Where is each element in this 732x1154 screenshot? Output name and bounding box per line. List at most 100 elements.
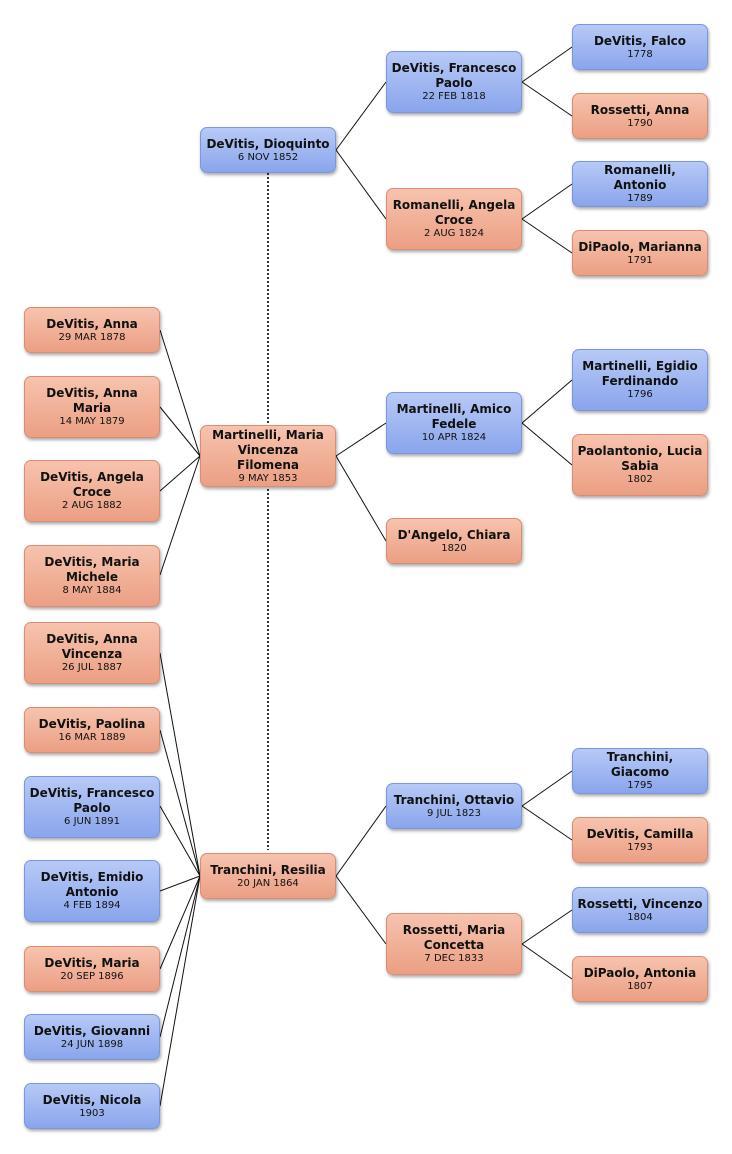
- person-name: DeVitis, Anna Vincenza: [46, 632, 138, 661]
- person-amico-fedele[interactable]: Martinelli, Amico Fedele 10 APR 1824: [386, 392, 522, 454]
- person-date: 1820: [441, 542, 467, 554]
- person-emidio[interactable]: DeVitis, Emidio Antonio 4 FEB 1894: [24, 860, 160, 922]
- child-link: [159, 875, 201, 970]
- person-antonia[interactable]: DiPaolo, Antonia 1807: [572, 956, 708, 1002]
- person-date: 6 NOV 1852: [237, 151, 299, 163]
- person-date: 4 FEB 1894: [63, 900, 121, 911]
- person-name: DeVitis, Anna: [46, 316, 138, 331]
- person-name: Tranchini, Resilia: [210, 862, 326, 877]
- person-date: 1796: [627, 389, 653, 400]
- person-name: Romanelli, Antonio: [604, 163, 676, 192]
- person-date: 8 MAY 1884: [62, 585, 122, 596]
- child-link: [159, 805, 201, 877]
- person-maria-vincenza[interactable]: Martinelli, Maria Vincenza Filomena 9 MA…: [200, 425, 336, 487]
- person-egidio[interactable]: Martinelli, Egidio Ferdinando 1796: [572, 349, 708, 411]
- person-anna[interactable]: DeVitis, Anna 29 MAR 1878: [24, 307, 160, 353]
- person-date: 20 JAN 1864: [237, 877, 299, 889]
- person-date: 14 MAY 1879: [59, 416, 125, 427]
- person-name: Romanelli, Angela Croce: [392, 198, 516, 227]
- person-name: Paolantonio, Lucia Sabia: [577, 444, 703, 473]
- person-lucia[interactable]: Paolantonio, Lucia Sabia 1802: [572, 434, 708, 496]
- person-resilia[interactable]: Tranchini, Resilia 20 JAN 1864: [200, 853, 336, 899]
- parent-link: [521, 909, 573, 945]
- parent-link: [521, 805, 573, 841]
- person-nicola[interactable]: DeVitis, Nicola 1903: [24, 1083, 160, 1129]
- person-name: Tranchini, Giacomo: [606, 750, 674, 779]
- person-date: 1793: [627, 841, 653, 853]
- person-name: DeVitis, Paolina: [38, 716, 146, 731]
- parent-link: [335, 455, 387, 542]
- person-date: 7 DEC 1833: [424, 953, 484, 964]
- person-date: 20 SEP 1896: [60, 970, 124, 982]
- person-maria[interactable]: DeVitis, Maria 20 SEP 1896: [24, 946, 160, 992]
- person-name: DeVitis, Giovanni: [33, 1023, 151, 1038]
- person-name: Rossetti, Vincenzo: [577, 896, 703, 911]
- person-angela-croce-sr[interactable]: Romanelli, Angela Croce 2 AUG 1824: [386, 188, 522, 250]
- person-date: 9 JUL 1823: [426, 807, 481, 819]
- parent-link: [521, 81, 573, 117]
- parent-link: [521, 770, 573, 807]
- person-name: D'Angelo, Chiara: [397, 527, 511, 542]
- person-antonio-romanelli[interactable]: Romanelli, Antonio 1789: [572, 161, 708, 207]
- person-giacomo[interactable]: Tranchini, Giacomo 1795: [572, 748, 708, 794]
- parent-link: [521, 218, 573, 254]
- person-date: 1903: [79, 1107, 105, 1119]
- person-anna-rossetti[interactable]: Rossetti, Anna 1790: [572, 93, 708, 139]
- person-name: DeVitis, Francesco Paolo: [29, 786, 155, 815]
- person-name: DiPaolo, Antonia: [583, 965, 697, 980]
- person-falco[interactable]: DeVitis, Falco 1778: [572, 24, 708, 70]
- person-date: 24 JUN 1898: [60, 1038, 124, 1050]
- parent-link: [335, 81, 387, 151]
- child-link: [159, 652, 201, 877]
- person-name: Martinelli, Amico Fedele: [396, 402, 512, 431]
- person-maria-concetta[interactable]: Rossetti, Maria Concetta 7 DEC 1833: [386, 913, 522, 975]
- person-name: DeVitis, Emidio Antonio: [40, 870, 144, 899]
- parent-link: [521, 943, 573, 980]
- person-chiara[interactable]: D'Angelo, Chiara 1820: [386, 518, 522, 564]
- person-date: 1802: [627, 474, 653, 485]
- person-name: Martinelli, Egidio Ferdinando: [582, 359, 698, 388]
- child-link: [159, 875, 201, 1038]
- person-anna-maria[interactable]: DeVitis, Anna Maria 14 MAY 1879: [24, 376, 160, 438]
- parent-link: [521, 422, 573, 466]
- parent-link: [521, 183, 573, 220]
- person-anna-vincenza[interactable]: DeVitis, Anna Vincenza 26 JUL 1887: [24, 622, 160, 684]
- person-angela-croce[interactable]: DeVitis, Angela Croce 2 AUG 1882: [24, 460, 160, 522]
- person-date: 2 AUG 1882: [61, 500, 123, 511]
- person-date: 2 AUG 1824: [423, 228, 485, 239]
- person-francesco-paolo-sr[interactable]: DeVitis, Francesco Paolo 22 FEB 1818: [386, 51, 522, 113]
- person-maria-michele[interactable]: DeVitis, Maria Michele 8 MAY 1884: [24, 545, 160, 607]
- person-name: DiPaolo, Marianna: [578, 239, 702, 254]
- person-ottavio[interactable]: Tranchini, Ottavio 9 JUL 1823: [386, 783, 522, 829]
- person-name: DeVitis, Camilla: [586, 826, 694, 841]
- person-paolina[interactable]: DeVitis, Paolina 16 MAR 1889: [24, 707, 160, 753]
- person-date: 29 MAR 1878: [58, 331, 126, 343]
- person-name: DeVitis, Nicola: [42, 1092, 142, 1107]
- person-date: 10 APR 1824: [421, 432, 487, 443]
- person-name: Rossetti, Maria Concetta: [402, 923, 506, 952]
- parent-link: [335, 149, 387, 220]
- person-date: 6 JUN 1891: [64, 816, 120, 827]
- person-dioquinto[interactable]: DeVitis, Dioquinto 6 NOV 1852: [200, 127, 336, 173]
- person-name: DeVitis, Angela Croce: [40, 470, 144, 499]
- person-name: DeVitis, Maria Michele: [44, 555, 140, 584]
- parent-link: [335, 875, 387, 945]
- person-camilla[interactable]: DeVitis, Camilla 1793: [572, 817, 708, 863]
- person-name: DeVitis, Dioquinto: [206, 136, 330, 151]
- child-link: [159, 406, 201, 457]
- person-date: 1795: [627, 780, 653, 791]
- child-link: [159, 329, 201, 457]
- person-francesco-paolo[interactable]: DeVitis, Francesco Paolo 6 JUN 1891: [24, 776, 160, 838]
- person-marianna-dipaolo[interactable]: DiPaolo, Marianna 1791: [572, 230, 708, 276]
- person-date: 1778: [627, 48, 653, 60]
- child-link: [159, 455, 201, 492]
- person-vincenzo[interactable]: Rossetti, Vincenzo 1804: [572, 887, 708, 933]
- person-date: 1791: [627, 254, 653, 266]
- person-date: 1804: [627, 911, 653, 923]
- person-name: Martinelli, Maria Vincenza Filomena: [212, 427, 324, 472]
- child-link: [159, 875, 201, 1107]
- person-name: Tranchini, Ottavio: [393, 792, 515, 807]
- person-giovanni[interactable]: DeVitis, Giovanni 24 JUN 1898: [24, 1014, 160, 1060]
- person-date: 1790: [627, 117, 653, 129]
- person-date: 9 MAY 1853: [238, 472, 298, 484]
